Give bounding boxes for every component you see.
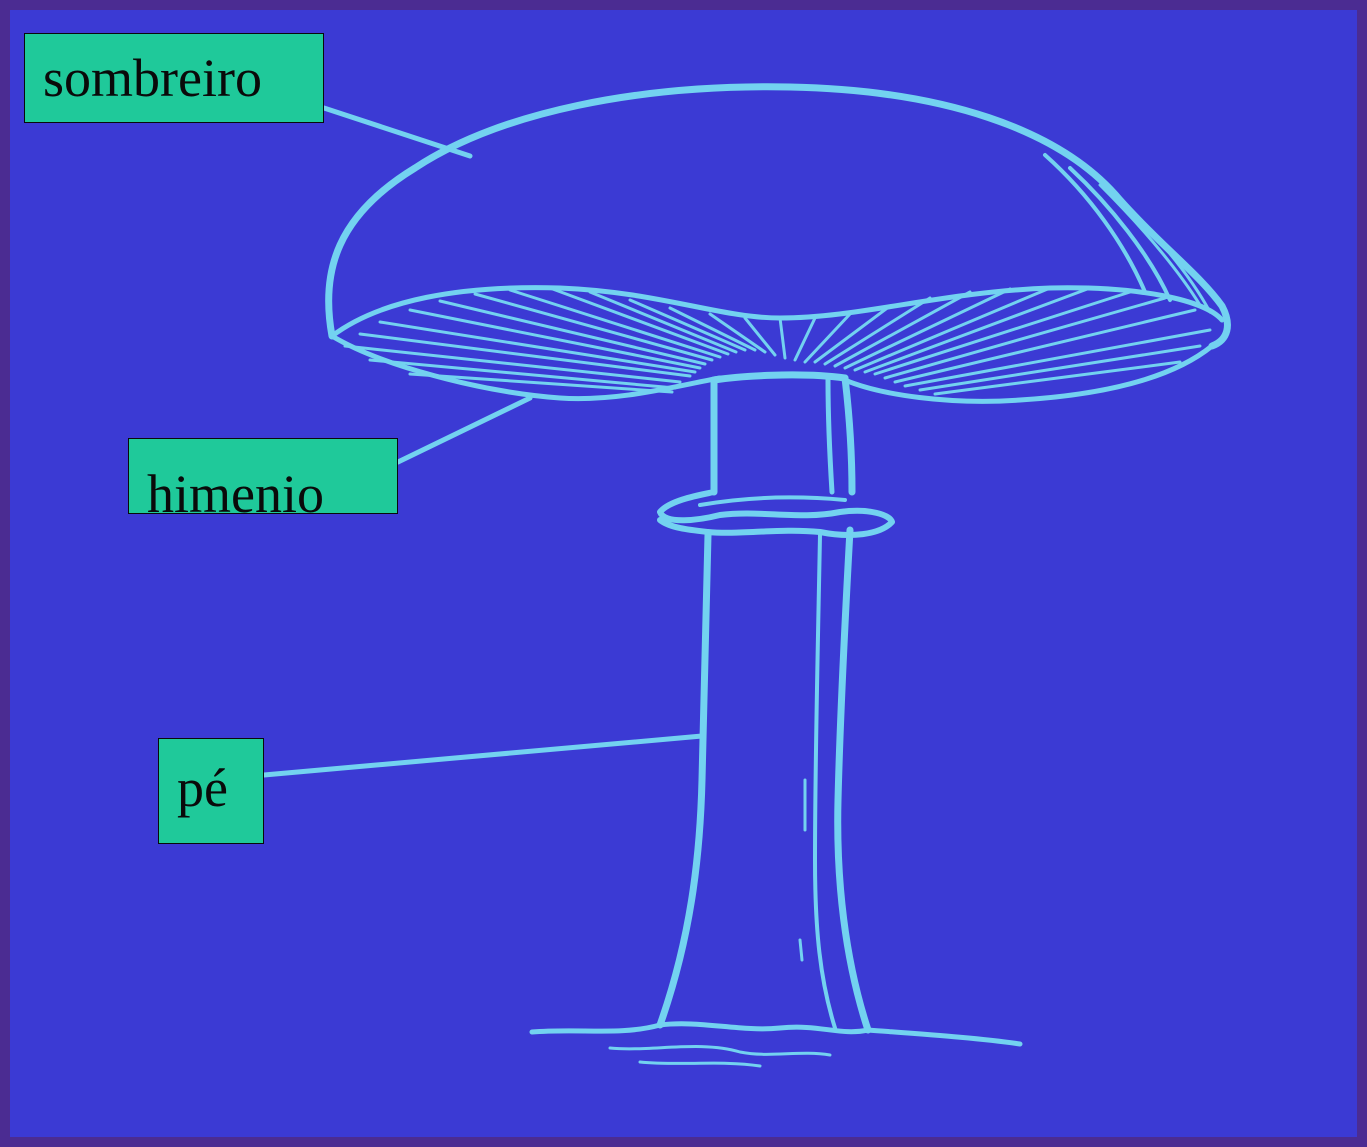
label-pe: pé bbox=[158, 738, 264, 844]
mushroom-gills bbox=[332, 288, 1222, 402]
label-himenio: himenio bbox=[128, 438, 398, 514]
ground bbox=[532, 1024, 1020, 1066]
mushroom-stem bbox=[660, 375, 892, 1030]
leader-line-pe bbox=[264, 736, 702, 775]
leader-line-himenio bbox=[398, 398, 530, 462]
label-sombreiro: sombreiro bbox=[24, 33, 324, 123]
